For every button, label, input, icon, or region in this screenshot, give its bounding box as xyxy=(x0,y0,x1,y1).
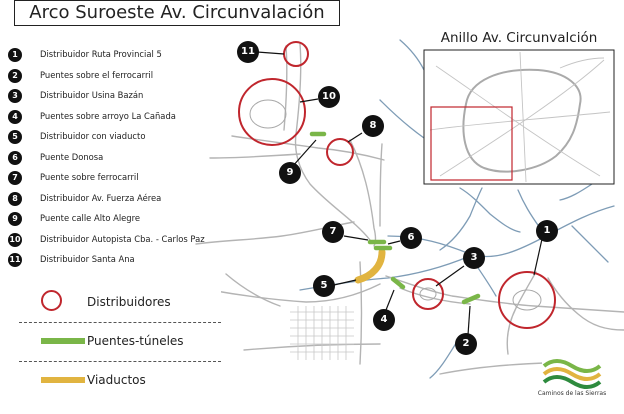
ring-3 xyxy=(412,278,444,310)
logo-text: Caminos de las Sierras xyxy=(537,390,607,397)
legend-row-viaductos: Viaductos xyxy=(19,362,221,400)
ring-11 xyxy=(283,41,309,67)
ring-road xyxy=(462,68,582,173)
leader-lines xyxy=(256,51,543,336)
list-item: 9 Puente calle Alto Alegre xyxy=(8,212,238,233)
list-number: 11 xyxy=(8,253,22,267)
list-item: 3 Distribuidor Usina Bazán xyxy=(8,89,238,110)
bridges xyxy=(309,131,481,305)
marker-9: 9 xyxy=(279,162,301,184)
logo: Caminos de las Sierras xyxy=(536,352,608,402)
inset-map xyxy=(423,49,615,185)
list-number: 10 xyxy=(8,232,22,247)
list-number: 5 xyxy=(8,130,22,144)
marker-10: 10 xyxy=(318,86,340,108)
marker-6: 6 xyxy=(400,227,422,249)
marker-5: 5 xyxy=(313,275,335,297)
ring-8 xyxy=(326,138,354,166)
list-label: Puente calle Alto Alegre xyxy=(40,213,141,223)
list-item: 7 Puente sobre ferrocarril xyxy=(8,171,238,192)
list-number: 1 xyxy=(8,48,22,62)
legend-row-distribuidores: Distribuidores xyxy=(19,284,221,322)
list-label: Puente sobre ferrocarril xyxy=(40,172,139,182)
list-number: 8 xyxy=(8,191,22,206)
marker-8: 8 xyxy=(362,115,384,137)
bridge-swatch xyxy=(41,338,85,344)
map-legend: Distribuidores Puentes-túneles Viaductos xyxy=(19,284,221,402)
list-number: 9 xyxy=(8,212,22,226)
bridge-2 xyxy=(461,293,481,305)
list-label: Distribuidor con viaducto xyxy=(40,131,146,141)
legend-divider xyxy=(19,361,221,362)
list-label: Puentes sobre arroyo La Cañada xyxy=(40,110,176,121)
list-item: 8 Distribuidor Av. Fuerza Aérea xyxy=(8,191,238,213)
list-label: Distribuidor Usina Bazán xyxy=(40,90,144,100)
list-item: 11 Distribuidor Santa Ana xyxy=(8,253,238,274)
list-label: Distribuidor Autopista Cba. - Carlos Paz xyxy=(40,233,205,244)
ring-swatch xyxy=(41,290,62,311)
marker-11: 11 xyxy=(237,41,259,63)
list-label: Distribuidor Santa Ana xyxy=(40,254,135,264)
distribuidor-rings xyxy=(238,41,556,329)
list-number: 7 xyxy=(8,171,22,185)
inset-highlight xyxy=(430,106,513,181)
marker-4: 4 xyxy=(373,309,395,331)
list-item: 10 Distribuidor Autopista Cba. - Carlos P… xyxy=(8,232,238,254)
logo-mark xyxy=(542,358,602,389)
urban-grid xyxy=(290,306,354,360)
list-number: 4 xyxy=(8,109,22,124)
viaduct-swatch xyxy=(41,377,85,383)
title-box: Arco Suroeste Av. Circunvalación xyxy=(14,0,340,26)
list-label: Puentes sobre el ferrocarril xyxy=(40,69,154,80)
legend-label: Distribuidores xyxy=(87,295,171,309)
list-label: Distribuidor Av. Fuerza Aérea xyxy=(40,192,162,203)
list-number: 3 xyxy=(8,89,22,103)
bridge-4 xyxy=(390,276,406,290)
list-label: Distribuidor Ruta Provincial 5 xyxy=(40,49,162,59)
list-item: 2 Puentes sobre el ferrocarril xyxy=(8,68,238,90)
interchange-loops xyxy=(249,99,542,311)
viaduct xyxy=(354,248,386,284)
legend-label: Puentes-túneles xyxy=(87,334,184,348)
marker-2: 2 xyxy=(455,333,477,355)
ring-1 xyxy=(498,271,556,329)
list-item: 6 Puente Donosa xyxy=(8,150,238,172)
list-number: 2 xyxy=(8,68,22,83)
inset-title: Anillo Av. Circunvalción xyxy=(440,30,598,46)
map-title: Arco Suroeste Av. Circunvalación xyxy=(29,2,325,23)
list-item: 4 Puentes sobre arroyo La Cañada xyxy=(8,109,238,131)
ring-10 xyxy=(238,78,306,146)
list-number: 6 xyxy=(8,150,22,165)
list-label: Puente Donosa xyxy=(40,151,104,162)
marker-7: 7 xyxy=(322,221,344,243)
marker-3: 3 xyxy=(463,247,485,269)
list-item: 1 Distribuidor Ruta Provincial 5 xyxy=(8,48,238,69)
list-item: 5 Distribuidor con viaducto xyxy=(8,130,238,151)
legend-label: Viaductos xyxy=(87,373,146,387)
legend-divider xyxy=(19,322,221,323)
legend-row-puentes: Puentes-túneles xyxy=(19,323,221,361)
marker-1: 1 xyxy=(536,220,558,242)
